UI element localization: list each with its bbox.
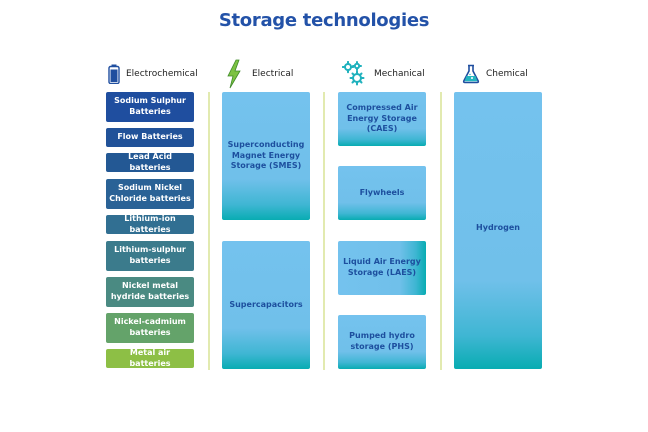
lightning-bolt-icon	[227, 59, 241, 89]
header-label: Mechanical	[374, 69, 425, 79]
header-label: Electrochemical	[126, 69, 198, 79]
tech-laes: Liquid Air Energy Storage (LAES)	[338, 241, 426, 295]
gears-icon	[342, 61, 365, 86]
battery-icon	[108, 64, 120, 84]
column-divider	[208, 92, 210, 370]
tech-nickel-metal-hydride-batteries: Nickel metal hydride batteries	[106, 277, 194, 307]
header-electrical: Electrical	[226, 58, 293, 90]
tech-sodium-nickel-chloride-batteries: Sodium Nickel Chloride batteries	[106, 179, 194, 209]
column-divider	[323, 92, 325, 370]
tech-lithium-ion-batteries: Lithium-ion batteries	[106, 214, 194, 234]
tech-smes: Superconducting Magnet Energy Storage (S…	[222, 92, 310, 220]
header-label: Chemical	[486, 69, 528, 79]
tech-caes: Compressed Air Energy Storage (CAES)	[338, 92, 426, 146]
tech-flywheels: Flywheels	[338, 166, 426, 220]
column-divider	[440, 92, 442, 370]
header-mechanical: Mechanical	[342, 60, 425, 88]
tech-lithium-sulphur-batteries: Lithium-sulphur batteries	[106, 241, 194, 271]
tech-metal-air-batteries: Metal air batteries	[106, 348, 194, 368]
tech-sodium-sulphur-batteries: Sodium Sulphur Batteries	[106, 92, 194, 122]
header-electrochemical: Electrochemical	[108, 62, 198, 86]
tech-lead-acid-batteries: Lead Acid batteries	[106, 152, 194, 172]
tech-flow-batteries: Flow Batteries	[106, 128, 194, 147]
header-label: Electrical	[252, 69, 294, 79]
tech-phs: Pumped hydro storage (PHS)	[338, 315, 426, 369]
header-chemical: Chemical	[462, 62, 528, 86]
flask-icon	[462, 64, 480, 84]
tech-hydrogen: Hydrogen	[454, 92, 542, 369]
page-title: Storage technologies	[218, 10, 430, 31]
tech-nickel-cadmium-batteries: Nickel-cadmium batteries	[106, 313, 194, 343]
tech-supercapacitors: Supercapacitors	[222, 241, 310, 369]
